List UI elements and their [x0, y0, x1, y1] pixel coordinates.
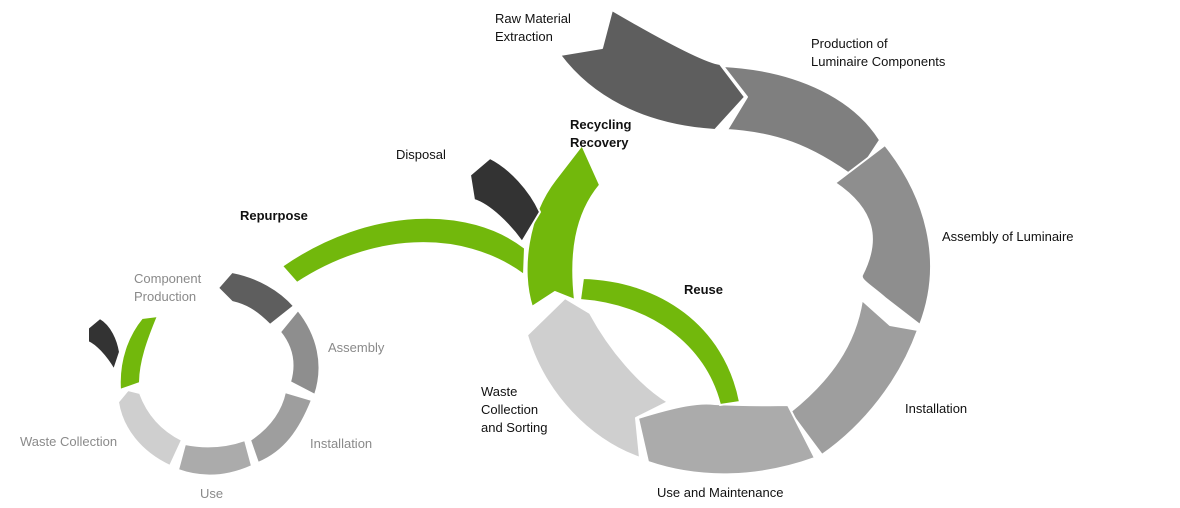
- label-small-assembly: Assembly: [328, 340, 385, 355]
- small-disposal-arrow: [87, 317, 121, 371]
- label-repurpose: Repurpose: [240, 208, 308, 223]
- small-assembly-segment: [279, 309, 321, 396]
- production-segment: [722, 65, 881, 179]
- recycling-arrow: [525, 144, 601, 308]
- label-assembly-luminaire: Assembly of Luminaire: [942, 229, 1074, 244]
- repurpose-arrow: [281, 216, 526, 284]
- raw-material-arrow: [559, 9, 746, 131]
- assembly-segment: [834, 144, 932, 326]
- label-use-maintenance: Use and Maintenance: [657, 485, 784, 500]
- label-reuse: Reuse: [684, 282, 724, 297]
- label-small-waste-collection: Waste Collection: [20, 434, 118, 449]
- use-maintenance-segment: [637, 402, 816, 476]
- disposal-arrow: [469, 157, 541, 243]
- small-recycling-arrow: [118, 315, 159, 391]
- label-small-installation: Installation: [310, 436, 373, 451]
- installation-segment: [789, 299, 919, 456]
- small-use-segment: [177, 439, 253, 477]
- small-waste-segment: [117, 389, 183, 467]
- label-installation: Installation: [905, 401, 968, 416]
- label-small-use: Use: [200, 486, 224, 501]
- small-component-production-segment: [217, 271, 295, 326]
- small-installation-segment: [249, 391, 313, 464]
- waste-sorting-segment: [526, 297, 669, 459]
- label-disposal: Disposal: [396, 147, 446, 162]
- reuse-arrow: [579, 277, 741, 406]
